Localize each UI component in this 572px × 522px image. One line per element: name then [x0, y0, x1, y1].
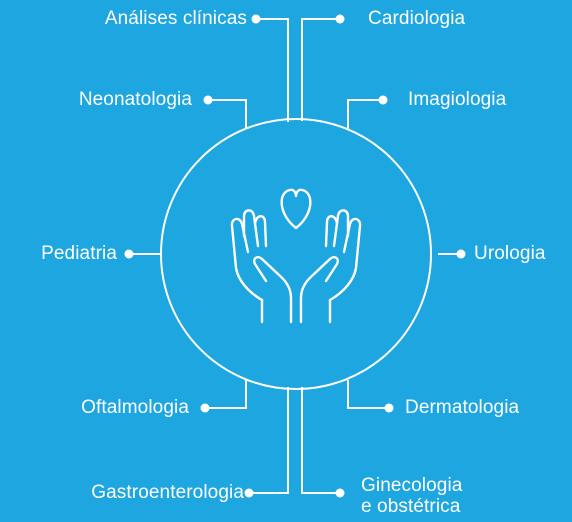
connector-neonatologia [208, 99, 247, 129]
node-dot-urologia [456, 249, 466, 259]
node-dot-oftalmologia [200, 403, 210, 413]
node-dot-imagiologia [378, 95, 388, 105]
label-dermatologia: Dermatologia [405, 397, 520, 418]
label-urologia: Urologia [474, 243, 546, 264]
label-analises-clinicas: Análises clínicas [104, 8, 247, 29]
node-dot-ginecologia [335, 488, 345, 498]
connector-dermatologia [347, 380, 389, 409]
node-dot-neonatologia [203, 95, 213, 105]
label-pediatria: Pediatria [41, 243, 117, 264]
label-imagiologia: Imagiologia [408, 89, 507, 110]
label-gastroenterologia: Gastroenterologia [91, 482, 244, 503]
connector-analises-clinicas [256, 18, 289, 122]
node-dot-dermatologia [384, 403, 394, 413]
connector-ginecologia [301, 387, 340, 494]
connector-gastroenterologia [249, 387, 289, 494]
node-dot-cardiologia [335, 14, 345, 24]
node-dot-gastroenterologia [244, 488, 254, 498]
center-circle [160, 118, 432, 390]
node-dot-analises-clinicas [251, 14, 261, 24]
label-ginecologia-line1: Ginecologia [361, 475, 463, 496]
label-neonatologia: Neonatologia [78, 89, 192, 110]
connector-cardiologia [301, 18, 340, 121]
label-ginecologia-e-obstetrica: Ginecologia e obstétrica [361, 475, 462, 517]
connector-oftalmologia [205, 380, 247, 409]
label-cardiologia: Cardiologia [368, 8, 466, 29]
label-ginecologia-line2: e obstétrica [361, 496, 461, 517]
connector-imagiologia [347, 99, 383, 130]
node-dot-pediatria [124, 249, 134, 259]
label-oftalmologia: Oftalmologia [81, 397, 189, 418]
hands-holding-heart-icon [230, 188, 362, 324]
